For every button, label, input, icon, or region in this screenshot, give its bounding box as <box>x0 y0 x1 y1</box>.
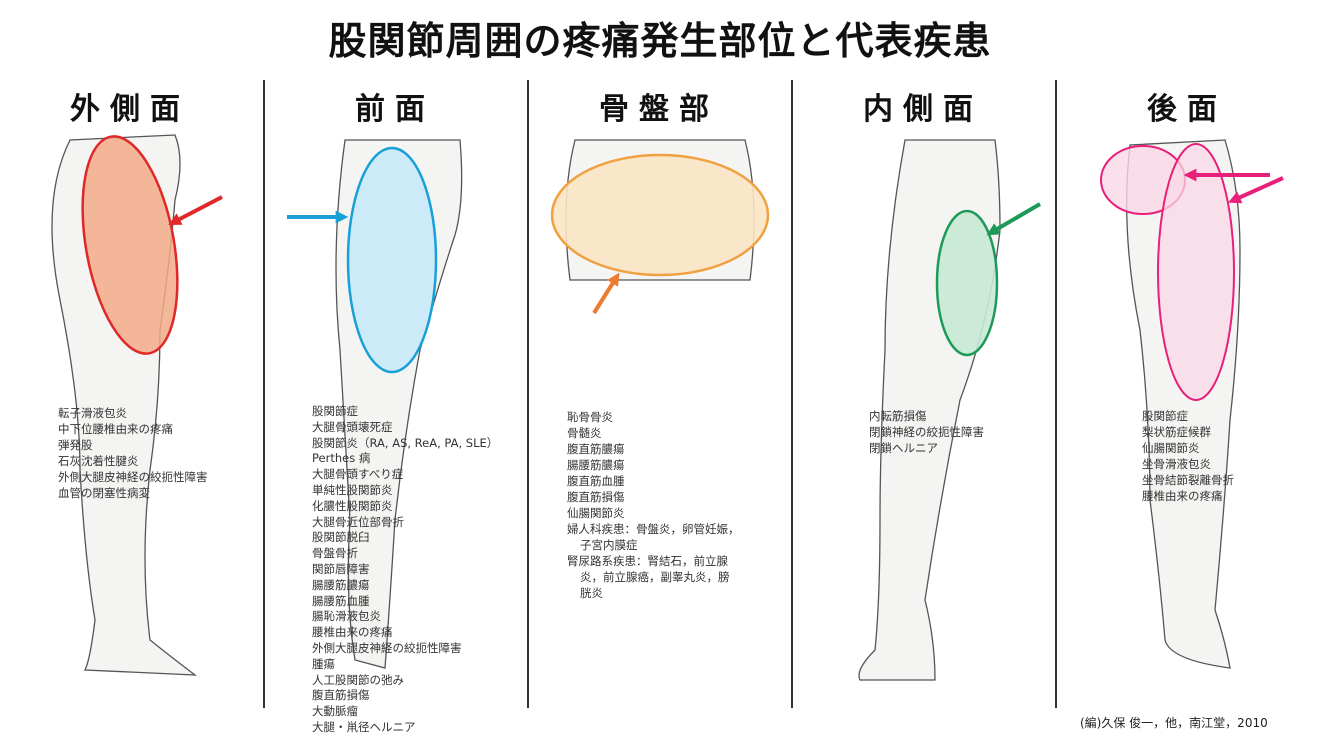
disease-item: 腰椎由来の疼痛 <box>1142 489 1223 503</box>
disease-item: 腸腰筋膿瘍 <box>567 458 625 472</box>
disease-item: 閉鎖神経の絞扼性障害 <box>869 425 984 439</box>
disease-item: 坐骨滑液包炎 <box>1142 457 1211 471</box>
pain-area-pelvis <box>550 153 770 277</box>
pain-area-posterior-thigh <box>1157 143 1235 401</box>
arrow-medial <box>986 202 1042 236</box>
page-title: 股関節周囲の疼痛発生部位と代表疾患 <box>328 19 992 63</box>
arrow-pelvis <box>592 272 620 315</box>
disease-item: 骨盤骨折 <box>312 546 358 561</box>
heading-lateral: 外側面 <box>70 92 190 127</box>
citation: (編)久保 俊一，他，南江堂，2010 <box>1080 716 1268 730</box>
disease-item: 股関節症 <box>312 404 358 418</box>
disease-item: 大腿・鼡径ヘルニア <box>312 719 416 734</box>
disease-item: 血管の閉塞性病変 <box>58 486 150 500</box>
pain-area-lateral <box>81 135 179 355</box>
disease-item: 関節唇障害 <box>312 561 370 576</box>
disease-item: 外側大腿皮神経の絞扼性障害 <box>312 640 462 655</box>
disease-item: 人工股関節の弛み <box>312 672 404 687</box>
disease-item: 腹直筋血腫 <box>567 474 625 488</box>
disease-item: 弾発股 <box>58 438 93 452</box>
disease-item: 腫瘍 <box>312 656 335 671</box>
heading-posterior: 後面 <box>1147 92 1227 127</box>
disease-item: 股関節炎（RA, AS, ReA, PA, SLE） <box>312 435 499 450</box>
disease-item: 仙腸関節炎 <box>1142 441 1200 455</box>
disease-item: 炎，前立腺癌，副睾丸炎，膀 <box>580 570 730 584</box>
disease-item: 梨状筋症候群 <box>1142 425 1211 439</box>
disease-item: 胱炎 <box>580 586 603 600</box>
disease-item: 婦人科疾患：骨盤炎，卵管妊娠， <box>567 522 740 536</box>
heading-front: 前面 <box>355 92 435 127</box>
disease-item: Perthes 病 <box>312 451 371 466</box>
disease-item: 腰椎由来の疼痛 <box>312 625 393 640</box>
column-divider <box>1055 80 1057 708</box>
disease-item: 外側大腿皮神経の絞扼性障害 <box>58 470 208 484</box>
disease-item: 腹直筋損傷 <box>567 490 625 504</box>
heading-pelvis: 骨盤部 <box>599 92 719 127</box>
disease-item: 股関節脱臼 <box>312 530 370 545</box>
disease-item: 腎尿路系疾患：腎結石，前立腺 <box>567 554 728 568</box>
disease-item: 腸腰筋血腫 <box>312 593 370 608</box>
disease-item: 転子滑液包炎 <box>58 406 127 420</box>
disease-item: 石灰沈着性腱炎 <box>58 454 139 468</box>
disease-list-front: 股関節症大腿骨頭壊死症股関節炎（RA, AS, ReA, PA, SLE）Per… <box>312 404 498 736</box>
disease-item: 腹直筋膿瘍 <box>567 442 625 456</box>
disease-list-posterior: 股関節症梨状筋症候群仙腸関節炎坐骨滑液包炎坐骨結節裂離骨折腰椎由来の疼痛 <box>1142 408 1234 504</box>
pain-area-medial <box>935 209 999 357</box>
arrow-posterior-2 <box>1228 176 1284 204</box>
disease-list-pelvis: 恥骨骨炎骨髄炎腹直筋膿瘍腸腰筋膿瘍腹直筋血腫腹直筋損傷仙腸関節炎婦人科疾患：骨盤… <box>567 409 740 601</box>
pain-area-front <box>346 146 438 374</box>
disease-item: 大動脈瘤 <box>312 704 358 719</box>
disease-item: 単純性股関節炎 <box>312 482 393 497</box>
disease-item: 内転筋損傷 <box>869 409 927 423</box>
column-divider <box>791 80 793 708</box>
disease-list-lateral: 転子滑液包炎中下位腰椎由来の疼痛弾発股石灰沈着性腱炎外側大腿皮神経の絞扼性障害血… <box>58 405 208 501</box>
arrow-lateral <box>168 195 223 225</box>
disease-item: 骨髄炎 <box>567 426 602 440</box>
heading-medial: 内側面 <box>863 92 983 127</box>
disease-item: 大腿骨近位部骨折 <box>312 514 404 529</box>
disease-item: 大腿骨頭すべり症 <box>312 467 404 482</box>
disease-item: 腸腰筋膿瘍 <box>312 577 370 592</box>
disease-item: 腹直筋損傷 <box>312 688 370 703</box>
disease-list-medial: 内転筋損傷閉鎖神経の絞扼性障害閉鎖ヘルニア <box>869 408 984 456</box>
column-divider <box>527 80 529 708</box>
disease-item: 閉鎖ヘルニア <box>869 441 938 455</box>
disease-item: 坐骨結節裂離骨折 <box>1142 473 1234 487</box>
disease-item: 大腿骨頭壊死症 <box>312 419 393 434</box>
disease-item: 股関節症 <box>1142 409 1188 423</box>
disease-item: 中下位腰椎由来の疼痛 <box>58 422 173 436</box>
disease-item: 腸恥滑液包炎 <box>312 609 381 624</box>
disease-item: 恥骨骨炎 <box>567 410 613 424</box>
disease-item: 子宮内膜症 <box>580 538 638 552</box>
column-divider <box>263 80 265 708</box>
disease-item: 化膿性股関節炎 <box>312 498 393 513</box>
disease-item: 仙腸関節炎 <box>567 506 625 520</box>
